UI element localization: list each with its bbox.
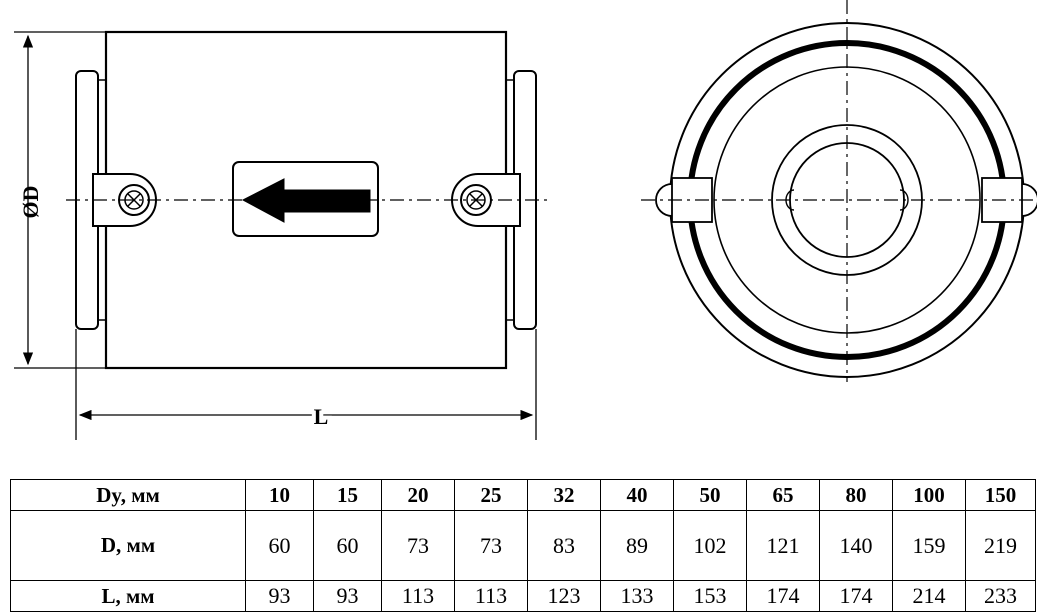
dimensions-table: Dy, мм 10 15 20 25 32 40 50 65 80 100 15… (10, 479, 1036, 612)
table-cell: 93 (245, 580, 314, 612)
table-cell: 60 (313, 510, 382, 581)
table-cell: 113 (454, 580, 528, 612)
table-cell: 174 (746, 580, 820, 612)
table-cell: 150 (965, 479, 1036, 511)
table-cell: 89 (600, 510, 674, 581)
length-dimension (75, 329, 537, 440)
row-header: Dy, мм (10, 479, 246, 511)
table-row: D, мм 60 60 73 73 83 89 102 121 140 159 … (10, 510, 1036, 581)
table-cell: 20 (381, 479, 455, 511)
table-cell: 93 (313, 580, 382, 612)
diameter-label: ØD (18, 186, 43, 219)
table-cell: 102 (673, 510, 747, 581)
table-cell: 50 (673, 479, 747, 511)
table-cell: 73 (381, 510, 455, 581)
table-cell: 133 (600, 580, 674, 612)
table-cell: 65 (746, 479, 820, 511)
table-cell: 123 (527, 580, 601, 612)
table-cell: 25 (454, 479, 528, 511)
table-row: L, мм 93 93 113 113 123 133 153 174 174 … (10, 580, 1036, 612)
table-cell: 40 (600, 479, 674, 511)
technical-drawing: ØD L (14, 0, 1037, 440)
table-cell: 174 (819, 580, 893, 612)
side-view (75, 30, 537, 370)
flow-arrow-icon (241, 178, 371, 223)
table-cell: 121 (746, 510, 820, 581)
row-header: L, мм (10, 580, 246, 612)
table-cell: 159 (892, 510, 966, 581)
table-cell: 32 (527, 479, 601, 511)
table-cell: 219 (965, 510, 1036, 581)
diameter-dimension (14, 31, 106, 369)
table-cell: 153 (673, 580, 747, 612)
table-cell: 233 (965, 580, 1036, 612)
table-cell: 113 (381, 580, 455, 612)
table-cell: 214 (892, 580, 966, 612)
table-cell: 140 (819, 510, 893, 581)
table-cell: 83 (527, 510, 601, 581)
table-cell: 60 (245, 510, 314, 581)
table-cell: 10 (245, 479, 314, 511)
table-row: Dy, мм 10 15 20 25 32 40 50 65 80 100 15… (10, 479, 1036, 511)
length-label: L (314, 404, 329, 429)
table-cell: 80 (819, 479, 893, 511)
table-cell: 100 (892, 479, 966, 511)
table-cell: 15 (313, 479, 382, 511)
table-cell: 73 (454, 510, 528, 581)
row-header: D, мм (10, 510, 246, 581)
